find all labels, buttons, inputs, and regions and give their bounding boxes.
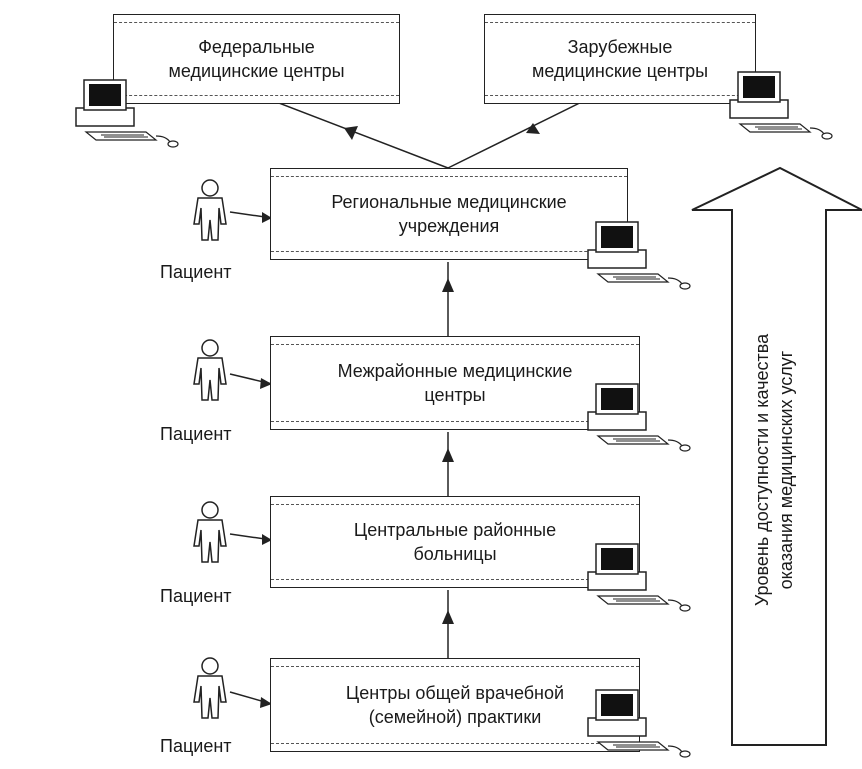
- arrowhead-foreign: [526, 123, 540, 134]
- arrowhead-patient-central: [262, 534, 272, 545]
- general-practice-centers-label: Центры общей врачебной (семейной) практи…: [345, 683, 565, 727]
- patient-icon: [193, 179, 227, 241]
- patient-icon: [193, 657, 227, 719]
- foreign-centers-box: Зарубежные медицинские центры: [484, 14, 756, 104]
- regional-institutions-label: Региональные медицинские учреждения: [331, 192, 567, 236]
- arrowhead-central: [442, 610, 454, 624]
- general-practice-centers-box: Центры общей врачебной (семейной) практи…: [270, 658, 640, 752]
- patient-icon: [193, 339, 227, 401]
- interdistrict-centers-label: Межрайонные медицинские центры: [337, 361, 573, 405]
- federal-centers-box: Федеральные медицинские центры: [113, 14, 400, 104]
- central-district-hospitals-label: Центральные районные больницы: [353, 520, 557, 564]
- federal-centers-label: Федеральные медицинские центры: [168, 37, 345, 81]
- patient-label: Пациент: [160, 736, 232, 756]
- central-district-hospitals-box: Центральные районные больницы: [270, 496, 640, 588]
- regional-institutions-box: Региональные медицинские учреждения: [270, 168, 628, 260]
- arrowhead-patient-interdistrict: [260, 378, 272, 389]
- patient-label: Пациент: [160, 262, 232, 282]
- up-arrow-icon: [691, 166, 862, 746]
- arrowhead-patient-practice: [260, 697, 272, 708]
- patient-icon: [193, 501, 227, 563]
- arrowhead-patient-regional: [262, 212, 272, 223]
- access-quality-label: Уровень доступности и качества оказания …: [752, 333, 796, 607]
- arrowhead-federal: [344, 126, 358, 140]
- foreign-centers-label: Зарубежные медицинские центры: [531, 37, 709, 81]
- arrowhead-regional: [442, 278, 454, 292]
- interdistrict-centers-box: Межрайонные медицинские центры: [270, 336, 640, 430]
- patient-label: Пациент: [160, 424, 232, 444]
- arrowhead-interdistrict: [442, 448, 454, 462]
- patient-label: Пациент: [160, 586, 232, 606]
